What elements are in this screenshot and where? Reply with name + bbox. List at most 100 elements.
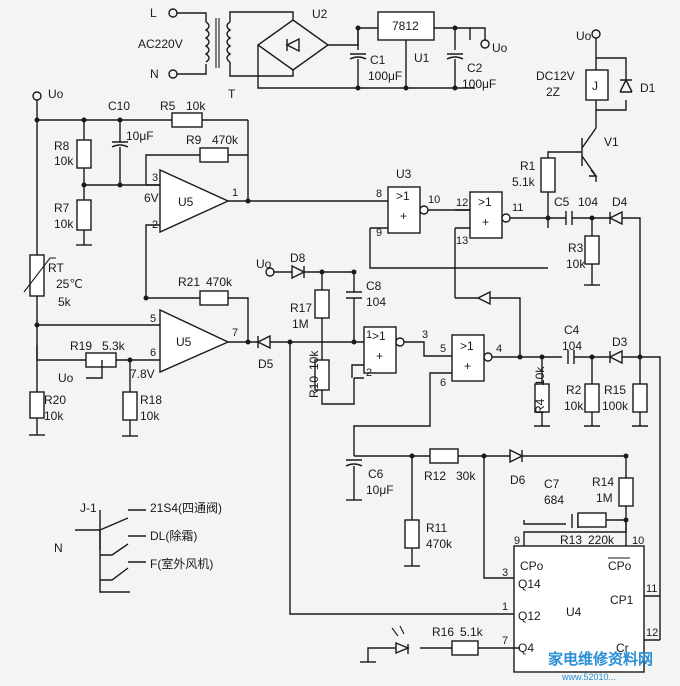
gate-b-plus: + <box>482 215 489 229</box>
r1-label: R1 <box>520 159 536 173</box>
r18-label: R18 <box>140 393 162 407</box>
d1-label: D1 <box>640 81 656 95</box>
r13-label: R13 <box>560 533 582 547</box>
gate-1 <box>363 326 397 374</box>
u3-pin11: 11 <box>512 202 523 214</box>
uo-left-label: Uo <box>48 87 64 101</box>
r10-resistor <box>314 359 330 391</box>
j-label: J <box>592 79 598 93</box>
u5b-pin7: 7 <box>232 327 238 339</box>
c5-capacitor <box>565 211 610 285</box>
u3-pin8: 8 <box>376 188 382 200</box>
u4-pin3: 3 <box>502 567 508 579</box>
c8-capacitor <box>346 291 362 299</box>
transformer-primary <box>204 21 210 63</box>
ac220v-label: AC220V <box>138 37 183 51</box>
uo-mid-label: Uo <box>58 371 74 385</box>
u5a-pin2: 2 <box>152 219 158 231</box>
dc12v-label: DC12V <box>536 69 575 83</box>
u4-q12: Q12 <box>518 609 541 623</box>
r20-label: R20 <box>44 393 66 407</box>
u4-cpo-bar: CPo <box>608 559 632 573</box>
uo-relay-label: Uo <box>576 29 592 43</box>
d5-diode <box>256 334 364 350</box>
uo-relay-terminal <box>591 29 601 39</box>
d6-label: D6 <box>510 473 526 487</box>
r3-value: 10k <box>566 257 586 271</box>
uo-power-label: Uo <box>492 41 508 55</box>
r20-value: 10k <box>44 409 64 423</box>
watermark-url: www.52010... <box>561 672 616 682</box>
j1-label: J-1 <box>80 501 97 515</box>
c7-capacitor <box>523 514 596 528</box>
r1-resistor <box>540 157 556 193</box>
c8-value: 104 <box>366 295 386 309</box>
c7-value: 684 <box>544 493 564 507</box>
u5-upper-label: U5 <box>178 195 194 209</box>
c5-value: 104 <box>578 195 598 209</box>
c2-capacitor <box>446 28 464 88</box>
r11-resistor <box>404 519 420 549</box>
r12-resistor <box>429 448 459 464</box>
contact-21s4: 21S4(四通阀) <box>150 501 222 515</box>
rt-value: 5k <box>58 295 72 309</box>
c7-label: C7 <box>544 477 560 491</box>
u4-counter-chip <box>513 545 645 673</box>
r10-value: 10k <box>307 350 321 370</box>
6v-label: 6V <box>144 191 159 205</box>
u5-amp-upper <box>159 168 230 234</box>
r16-value: 5.1k <box>460 625 484 639</box>
u3-label: U3 <box>396 167 412 181</box>
d4-label: D4 <box>612 195 628 209</box>
r8-label: R8 <box>54 139 70 153</box>
c10-capacitor <box>111 120 129 185</box>
c1-value: 100μF <box>368 69 402 83</box>
r19-value: 5.3k <box>102 339 126 353</box>
gate-pin3: 3 <box>422 329 428 341</box>
gate-pin2: 2 <box>366 367 372 379</box>
u3-gate-b <box>469 191 503 239</box>
r5-label: R5 <box>160 99 176 113</box>
c2-label: C2 <box>467 61 483 75</box>
u4-label: U4 <box>566 605 582 619</box>
d6-diode <box>354 448 627 546</box>
r18-resistor <box>122 391 138 421</box>
r1-value: 5.1k <box>512 175 536 189</box>
r3-label: R3 <box>568 241 584 255</box>
r12-label: R12 <box>424 469 446 483</box>
d8-label: D8 <box>290 251 306 265</box>
contacts-n-label: N <box>54 541 63 555</box>
r11-label: R11 <box>426 521 447 535</box>
r4-label: R4 <box>533 398 547 414</box>
u4-pin12: 12 <box>646 627 658 639</box>
7-8v-label: 7.8V <box>130 367 155 381</box>
u5b-pin5: 5 <box>150 313 156 325</box>
u4-cpo: CPo <box>520 559 544 573</box>
gate-2-plus: + <box>464 359 471 373</box>
d4-diode <box>608 210 641 357</box>
r4-value: 10k <box>533 366 547 386</box>
bridge-rectifier <box>256 19 330 71</box>
timer-section: C6 10μF R12 30k D6 C7 684 R14 1M R11 470… <box>345 448 660 673</box>
r3-resistor <box>584 235 600 265</box>
l-terminal <box>168 8 178 18</box>
c2-value: 100μF <box>462 77 496 91</box>
r7-resistor <box>76 199 92 231</box>
c5-label: C5 <box>554 195 570 209</box>
gate-pin1: 1 <box>366 329 372 341</box>
r13-value: 220k <box>588 533 615 547</box>
transformer-core <box>215 18 220 68</box>
u4-pin9: 9 <box>514 535 520 547</box>
c4-value: 104 <box>562 339 582 353</box>
gate-pin4: 4 <box>496 343 502 355</box>
u4-pin1: 1 <box>502 601 508 613</box>
l-label: L <box>150 6 157 20</box>
d5-label: D5 <box>258 357 274 371</box>
t-label: T <box>228 87 236 101</box>
r7-label: R7 <box>54 201 70 215</box>
r9-value: 470k <box>212 133 239 147</box>
gate-2-symbol: >1 <box>460 339 474 353</box>
feedback-diode <box>455 290 521 357</box>
c10-label: C10 <box>108 99 130 113</box>
r14-label: R14 <box>592 475 614 489</box>
